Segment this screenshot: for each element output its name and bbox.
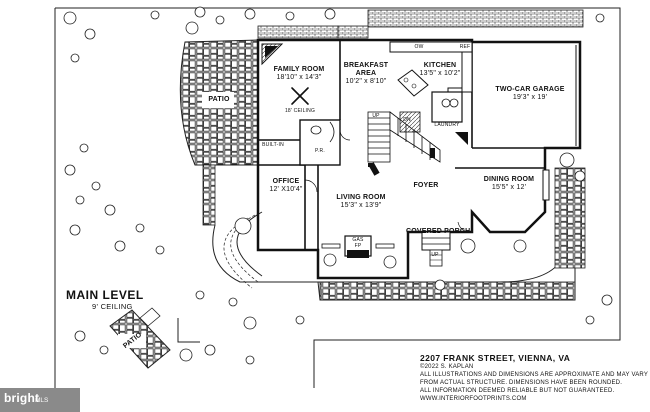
label-oven: OW: [414, 44, 424, 50]
room-dims: 12' X10'4": [269, 186, 303, 193]
powder-room: [299, 119, 341, 166]
property-address: 2207 FRANK STREET, VIENNA, VA: [420, 353, 571, 363]
label-gas-fp: GAS FP: [348, 237, 368, 249]
room-laundry: LAUNDRY: [434, 122, 460, 128]
room-name-2: AREA: [355, 70, 377, 77]
room-living: LIVING ROOM 15'3" x 13'9": [330, 194, 392, 210]
room-patio-top: PATIO: [203, 96, 235, 104]
room-name: FOYER: [413, 182, 439, 189]
label-stair-up: UP: [372, 113, 380, 119]
label-built-in: BUILT-IN: [262, 142, 284, 148]
kitchen-island: [397, 69, 429, 97]
label-refrigerator: REF: [459, 44, 471, 50]
copyright-line-5: WWW.INTERIORFOOTPRINTS.COM: [420, 396, 527, 402]
copyright-line-3: FROM ACTUAL STRUCTURE. DIMENSIONS HAVE B…: [420, 380, 623, 386]
room-office: OFFICE 12' X10'4": [266, 178, 306, 194]
room-name: OFFICE: [272, 178, 300, 185]
level-title: MAIN LEVEL: [66, 288, 144, 302]
room-dining: DINING ROOM 15'5" x 12': [478, 176, 540, 192]
brick-wall-left: [257, 25, 339, 39]
copyright-line-2: ALL ILLUSTRATIONS AND DIMENSIONS ARE APP…: [420, 372, 649, 378]
room-name: COVERED PORCH: [406, 228, 471, 235]
room-name: KITCHEN: [423, 62, 457, 69]
room-garage: TWO-CAR GARAGE 19'3" x 19': [490, 86, 570, 102]
room-foyer: FOYER: [406, 182, 446, 190]
room-name: TWO-CAR GARAGE: [495, 86, 565, 93]
room-dims: 19'3" x 19': [512, 94, 548, 101]
room-name: BREAKFAST: [343, 62, 389, 69]
room-dims: 15'5" x 12': [491, 184, 527, 191]
copyright-line-1: ©2022 S. KAPLAN: [420, 364, 474, 370]
label-gas: GAS: [352, 237, 364, 243]
room-family-ceiling: 18' CEILING: [284, 108, 316, 114]
room-name: DINING ROOM: [483, 176, 535, 183]
room-dims: 13'5" x 10'2": [419, 70, 461, 77]
level-subtitle: 9' CEILING: [92, 302, 133, 311]
room-family: FAMILY ROOM 18'10" x 14'3": [262, 66, 336, 82]
trees: [63, 6, 613, 365]
label-porch-up: UP: [431, 252, 439, 258]
room-dims: 18'10" x 14'3": [276, 74, 322, 81]
brand-band: [0, 388, 650, 412]
room-dims: 15'3" x 13'9": [340, 202, 382, 209]
brick-wall-right: [367, 9, 584, 28]
room-breakfast: BREAKFAST AREA 10'2" x 8'10": [340, 62, 392, 86]
room-kitchen: KITCHEN 13'5" x 10'2": [410, 62, 470, 78]
room-name: PATIO: [208, 96, 230, 103]
brand-logo: bright: [4, 391, 40, 405]
room-dims: 10'2" x 8'10": [345, 78, 387, 85]
room-name: FAMILY ROOM: [273, 66, 325, 73]
room-covered-porch: COVERED PORCH: [406, 228, 471, 236]
room-powder: P.R.: [315, 148, 325, 154]
room-name: LIVING ROOM: [336, 194, 386, 201]
copyright-line-4: ALL INFORMATION DEEMED RELIABLE BUT NOT …: [420, 388, 615, 394]
label-fp: FP: [354, 243, 362, 249]
brand-logo-box: [0, 388, 80, 412]
brand-logo-suffix: MLS: [35, 397, 49, 404]
ceiling-fan-icon: [291, 87, 309, 105]
label-stair-dn: DN: [403, 117, 411, 123]
